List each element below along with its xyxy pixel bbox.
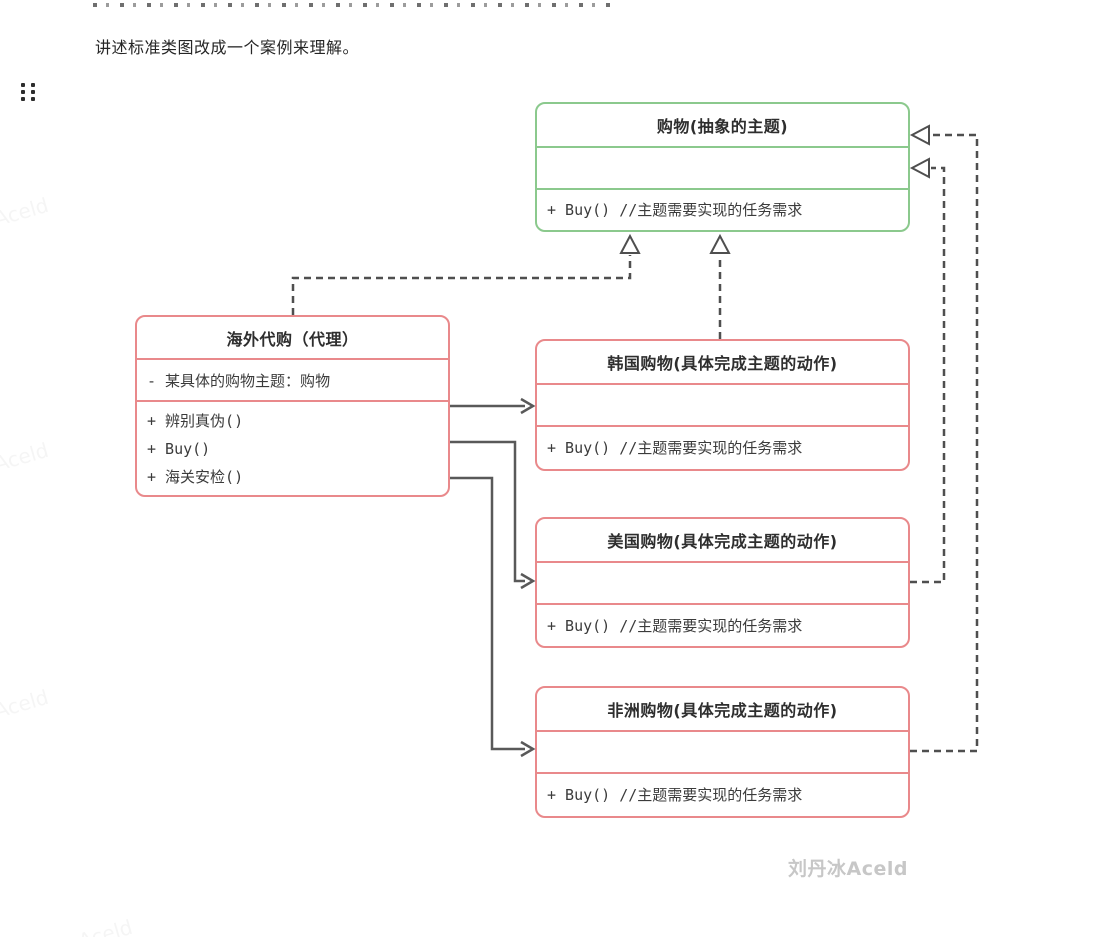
class-attributes-empty bbox=[537, 385, 908, 427]
class-attributes-empty bbox=[537, 563, 908, 605]
faint-watermark: Aceld bbox=[0, 684, 52, 724]
dashed-arrow-korea-to-abstract bbox=[709, 233, 731, 339]
class-method: + Buy() //主题需要实现的任务需求 bbox=[547, 439, 803, 458]
faint-watermark: Aceld bbox=[0, 437, 52, 477]
class-methods: + 辨别真伪() + Buy() + 海关安检() bbox=[137, 402, 448, 495]
class-box-korea: 韩国购物(具体完成主题的动作) + Buy() //主题需要实现的任务需求 bbox=[535, 339, 910, 471]
faint-watermark: Aceld bbox=[75, 914, 136, 937]
arrow-proxy-to-korea bbox=[450, 397, 536, 415]
class-attributes-empty bbox=[537, 732, 908, 774]
dashed-arrow-proxy-to-abstract bbox=[291, 233, 641, 315]
block-drag-handle-icon[interactable] bbox=[21, 83, 35, 101]
class-box-africa: 非洲购物(具体完成主题的动作) + Buy() //主题需要实现的任务需求 bbox=[535, 686, 910, 818]
class-method: + Buy() //主题需要实现的任务需求 bbox=[547, 201, 803, 220]
intro-paragraph: 讲述标准类图改成一个案例来理解。 bbox=[95, 38, 360, 57]
class-method: + Buy() //主题需要实现的任务需求 bbox=[547, 616, 803, 635]
class-box-proxy: 海外代购（代理） - 某具体的购物主题：购物 + 辨别真伪() + Buy() … bbox=[135, 315, 450, 497]
dashed-arrow-usa-to-abstract bbox=[909, 157, 946, 584]
class-method: + 海关安检() bbox=[147, 468, 244, 486]
class-title: 美国购物(具体完成主题的动作) bbox=[537, 519, 908, 563]
arrow-proxy-to-africa bbox=[450, 476, 536, 758]
arrow-proxy-to-usa bbox=[450, 440, 536, 590]
dashed-arrow-africa-to-abstract bbox=[909, 124, 979, 753]
class-title: 韩国购物(具体完成主题的动作) bbox=[537, 341, 908, 385]
class-box-abstract-subject: 购物(抽象的主题) + Buy() //主题需要实现的任务需求 bbox=[535, 102, 910, 232]
class-method: + Buy() bbox=[147, 440, 211, 458]
class-title: 非洲购物(具体完成主题的动作) bbox=[537, 688, 908, 732]
clipped-text-remnant bbox=[93, 0, 613, 7]
author-watermark: 刘丹冰Aceld bbox=[788, 858, 908, 880]
class-method: + Buy() //主题需要实现的任务需求 bbox=[547, 786, 803, 805]
class-title: 购物(抽象的主题) bbox=[537, 104, 908, 148]
class-attribute: - 某具体的购物主题：购物 bbox=[137, 360, 448, 402]
class-box-usa: 美国购物(具体完成主题的动作) + Buy() //主题需要实现的任务需求 bbox=[535, 517, 910, 648]
faint-watermark: Aceld bbox=[0, 192, 52, 232]
class-attributes-empty bbox=[537, 148, 908, 190]
class-method: + 辨别真伪() bbox=[147, 412, 244, 430]
class-title: 海外代购（代理） bbox=[137, 317, 448, 360]
